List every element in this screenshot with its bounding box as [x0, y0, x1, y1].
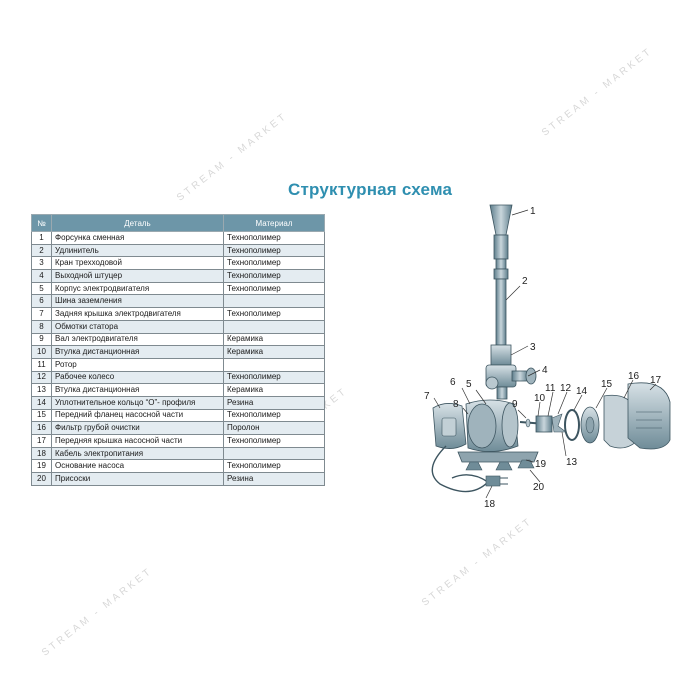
- part-front-flange: [580, 406, 600, 444]
- part-labels: 1 2 3 4 5 6 7 8 9 10 11 12 13 14 15 16 1…: [424, 206, 662, 510]
- part-rear-motor-cover: [432, 403, 467, 449]
- table-cell-material: Керамика: [223, 383, 325, 397]
- part-label: 17: [650, 375, 662, 386]
- part-label: 10: [534, 393, 546, 404]
- part-extension-tube: [493, 268, 509, 346]
- table-cell-part: Втулка дистанционная: [51, 383, 224, 397]
- part-label: 1: [530, 206, 536, 217]
- part-label: 13: [566, 457, 578, 468]
- part-label: 19: [535, 459, 547, 470]
- table-cell-part: Обмотки статора: [51, 319, 224, 334]
- col-header-part: Деталь: [51, 214, 224, 232]
- part-label: 8: [453, 399, 459, 410]
- part-label: 11: [545, 383, 556, 394]
- table-cell-part: Рабочее колесо: [51, 370, 224, 385]
- table-cell-num: 20: [31, 472, 52, 486]
- part-rotor-impeller: [535, 413, 567, 433]
- leader-lines: [433, 209, 657, 499]
- table-cell-material: Технополимер: [223, 408, 325, 423]
- table-cell-material: Технополимер: [223, 231, 325, 245]
- part-nozzle: [489, 204, 513, 270]
- part-label: 18: [484, 499, 496, 510]
- part-motor-housing: [465, 399, 519, 452]
- table-cell-part: Передний фланец насосной части: [51, 408, 224, 423]
- col-header-number: №: [31, 214, 52, 232]
- table-cell-part: Задняя крышка электродвигателя: [51, 307, 224, 321]
- part-three-way-valve: [485, 344, 517, 400]
- table-cell-part: Передняя крышка насосной части: [51, 434, 224, 448]
- table-cell-num: 2: [31, 243, 52, 258]
- page-title: Структурная схема: [288, 180, 453, 199]
- table-cell-part: Основание насоса: [51, 459, 224, 474]
- table-cell-material: Технополимер: [223, 434, 325, 448]
- table-cell-material: [223, 446, 325, 461]
- table-cell-part: Кабель электропитания: [51, 446, 224, 461]
- table-cell-material: Технополимер: [223, 256, 325, 271]
- part-outlet-fitting: [511, 367, 537, 385]
- part-label: 9: [512, 399, 518, 410]
- table-cell-num: 17: [31, 434, 52, 448]
- part-label: 7: [424, 391, 430, 402]
- part-label: 20: [533, 482, 545, 493]
- part-power-cable: [431, 445, 508, 493]
- part-label: 16: [628, 371, 640, 382]
- table-cell-material: Технополимер: [223, 281, 325, 296]
- part-label: 15: [601, 379, 613, 390]
- table-cell-num: 15: [31, 408, 52, 423]
- table-cell-material: Технополимер: [223, 269, 325, 283]
- part-o-ring: [564, 409, 580, 441]
- part-label: 4: [542, 365, 548, 376]
- part-front-pump-cover: [627, 382, 671, 450]
- table-cell-part: Присоски: [51, 472, 224, 486]
- col-header-material: Материал: [223, 214, 325, 232]
- part-label: 12: [560, 383, 572, 394]
- table-cell-material: Технополимер: [223, 370, 325, 385]
- part-pump-base: [457, 451, 539, 471]
- table-cell-num: 3: [31, 256, 52, 271]
- part-label: 3: [530, 342, 536, 353]
- table-cell-num: 1: [31, 231, 52, 245]
- part-label: 2: [522, 276, 528, 287]
- table-cell-part: Кран трехходовой: [51, 256, 224, 271]
- table-cell-material: Керамика: [223, 345, 325, 359]
- table-cell-material: Технополимер: [223, 243, 325, 258]
- table-cell-material: [223, 357, 325, 372]
- table-cell-material: Резина: [223, 472, 325, 486]
- table-cell-num: 6: [31, 294, 52, 309]
- table-header-row: № Деталь Материал: [31, 214, 325, 232]
- part-label: 14: [576, 386, 588, 397]
- part-label: 6: [450, 377, 456, 388]
- part-label: 5: [466, 379, 472, 390]
